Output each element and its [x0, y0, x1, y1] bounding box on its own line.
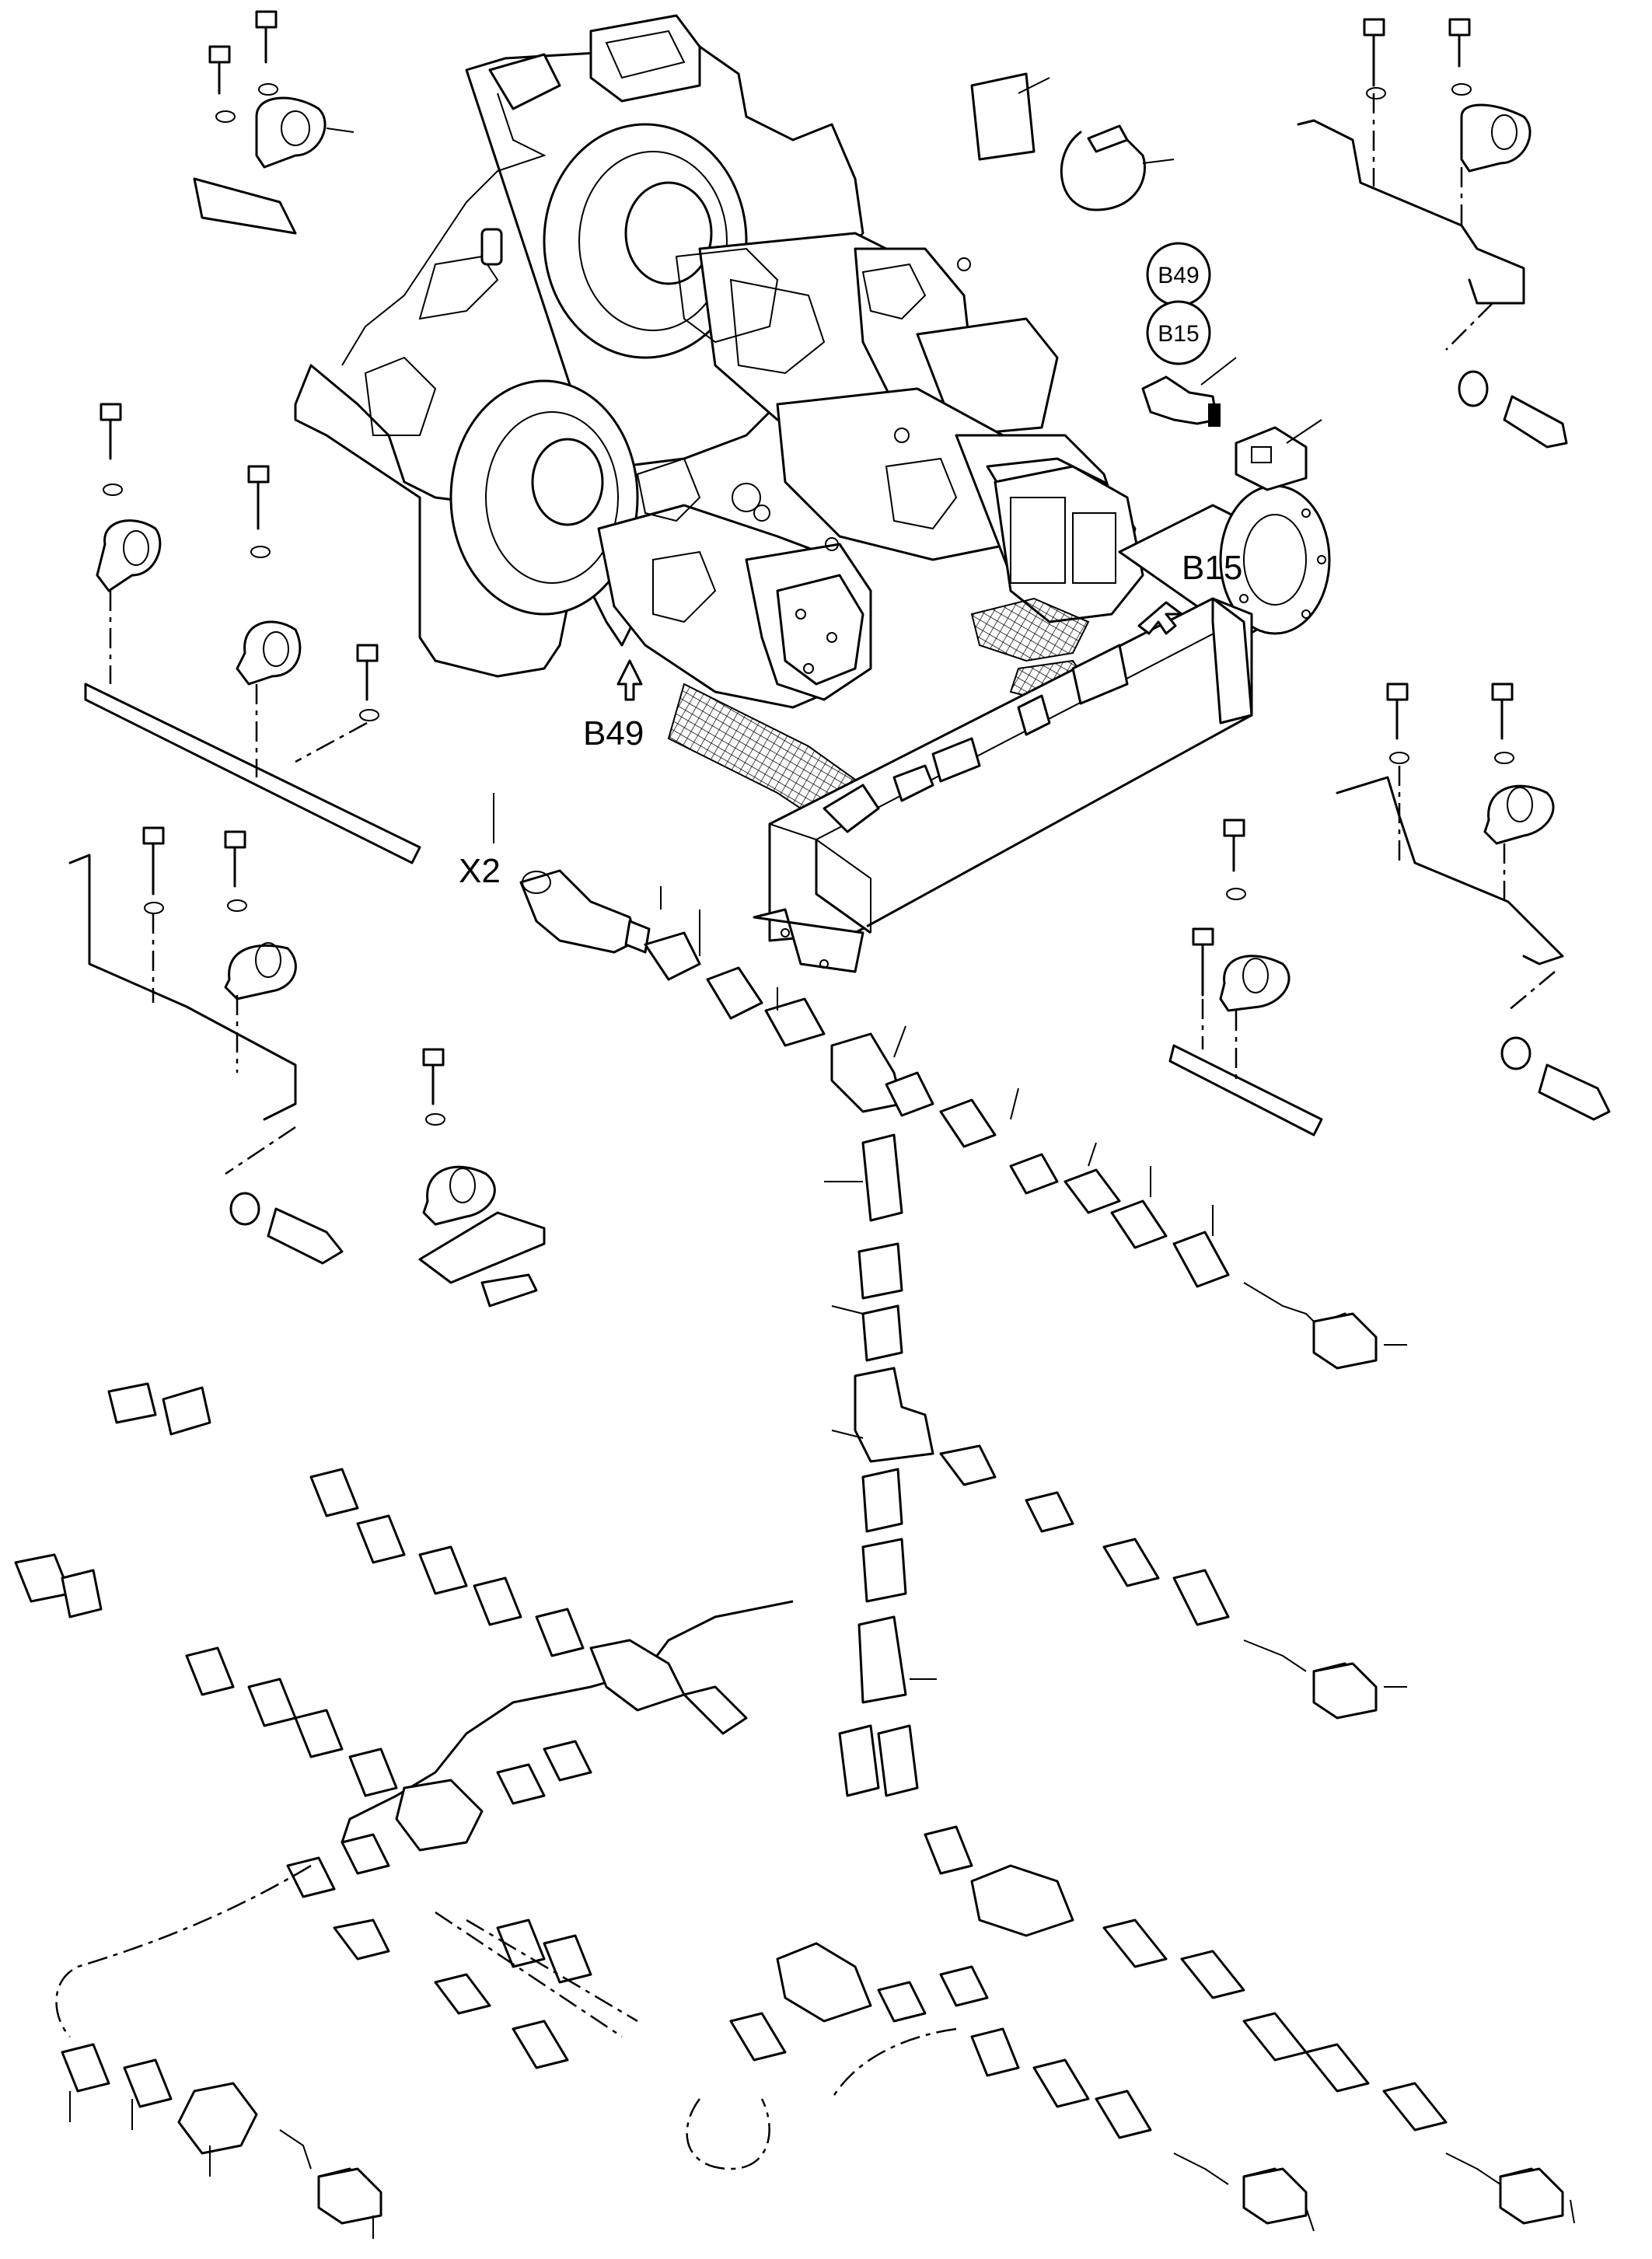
cable-tie: [1060, 124, 1175, 211]
pressure-sensor: [1141, 357, 1237, 427]
bubble-label-b49: B49: [1158, 263, 1199, 288]
bubble-label-b15: B15: [1158, 321, 1199, 347]
callout-arrow-b15: [1137, 601, 1183, 635]
clamp-set-top-left: [193, 10, 354, 235]
clamp-set-top-right: [1297, 18, 1568, 449]
sensor-bubbles: [1146, 242, 1211, 365]
clamp-set-left-lower: [68, 826, 344, 1265]
protective-sleeve: [970, 72, 1050, 161]
clamp-set-right-lower: [1336, 683, 1611, 1121]
callout-label-b49: B49: [583, 714, 644, 752]
wiring-harness: [14, 869, 1564, 2225]
clamp-set-left-middle: [84, 403, 421, 864]
callout-arrow-b49: [616, 659, 643, 701]
callout-label-x2: X2: [459, 852, 501, 890]
leader-lines: [69, 793, 1575, 2239]
clamp-set-centre: [418, 1048, 546, 1308]
callout-label-b15: B15: [1182, 549, 1242, 587]
transmission-pump-assembly: [294, 14, 1331, 973]
clamp-set-right-middle: [1168, 819, 1323, 1136]
bubble-b15-circle: [1146, 300, 1211, 365]
sensor-plug-connector: [1235, 419, 1322, 491]
